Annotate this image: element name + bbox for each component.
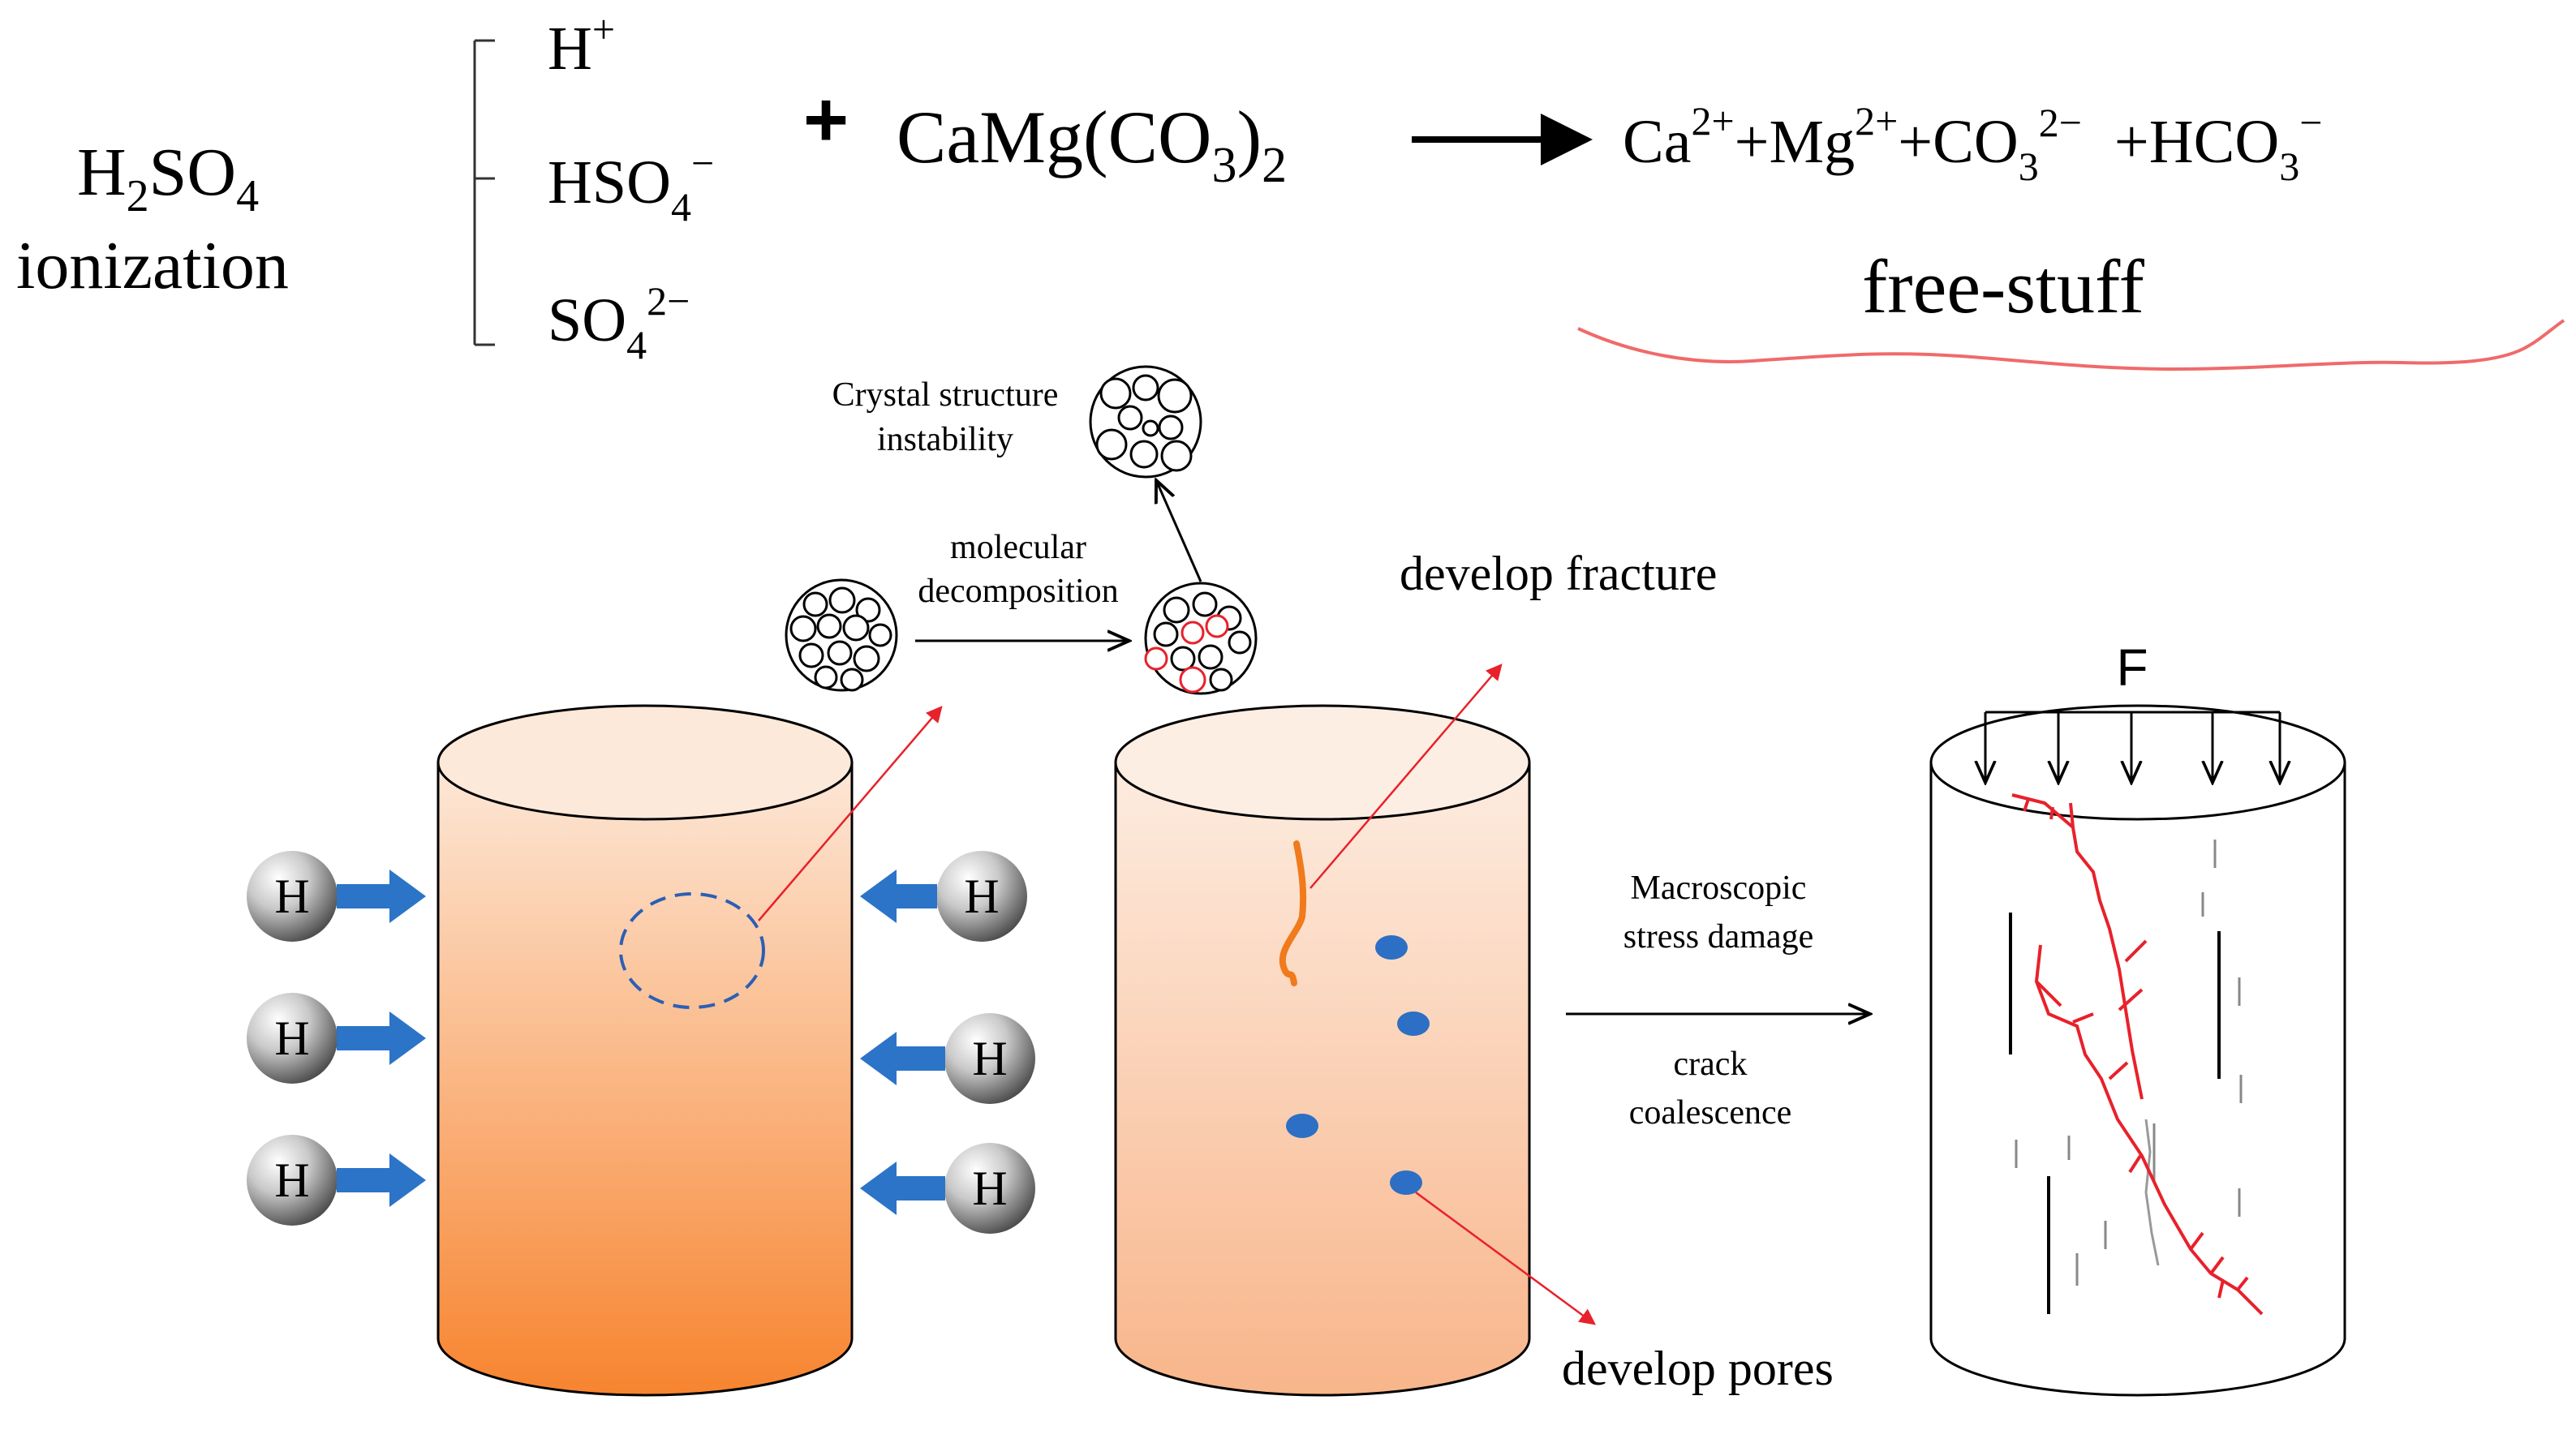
attack-arrow-left-1 xyxy=(337,870,426,923)
attack-arrow-right-3 xyxy=(860,1162,945,1215)
svg-text:H2SO4: H2SO4 xyxy=(77,135,259,221)
hydrogen-ion-left-3: H xyxy=(247,1135,338,1226)
ion-bracket xyxy=(473,39,495,346)
wavy-underline xyxy=(1577,319,2565,372)
acid-formula: H2SO4 ionization xyxy=(16,135,289,303)
svg-text:decomposition: decomposition xyxy=(918,573,1118,610)
attack-arrow-left-3 xyxy=(337,1153,426,1207)
grey-crack xyxy=(2144,1119,2160,1266)
pores-pointer-arrow xyxy=(1415,1191,1597,1325)
rock-sample-damaged xyxy=(1114,704,1531,1397)
hydrogen-ion-right-2: H xyxy=(944,1013,1035,1104)
plus-sign: + xyxy=(803,76,849,163)
pore-1 xyxy=(1375,935,1408,960)
pore-4 xyxy=(1390,1170,1422,1195)
dashed-crack-lines xyxy=(2015,840,2243,1286)
attack-arrow-left-2 xyxy=(337,1011,426,1065)
svg-text:coalescence: coalescence xyxy=(1629,1094,1792,1132)
instability-arrow xyxy=(1156,480,1202,582)
svg-text:H: H xyxy=(274,870,309,923)
svg-text:H: H xyxy=(972,1032,1007,1085)
ion-h-plus: H+ xyxy=(548,6,615,83)
svg-text:H: H xyxy=(972,1162,1007,1215)
rock-sample-loaded xyxy=(1929,704,2346,1397)
main-red-crack xyxy=(2011,793,2264,1316)
svg-text:stress damage: stress damage xyxy=(1623,918,1813,956)
svg-text:Crystal structure: Crystal structure xyxy=(832,376,1059,414)
svg-text:instability: instability xyxy=(877,421,1013,458)
molecular-decomposition-label: molecular decomposition xyxy=(918,529,1118,610)
attack-arrow-right-2 xyxy=(860,1032,945,1085)
svg-text:H: H xyxy=(964,870,999,923)
fracture-pointer-arrow xyxy=(1310,664,1503,889)
svg-text:crack: crack xyxy=(1674,1046,1748,1083)
pore-2 xyxy=(1397,1011,1430,1036)
crack-coalescence-label: crack coalescence xyxy=(1629,1046,1792,1132)
unstable-crystal-circle xyxy=(1089,365,1202,479)
ion-list: H+ HSO4− SO42− xyxy=(548,6,714,367)
svg-text:molecular: molecular xyxy=(950,529,1086,566)
develop-fracture-label: develop fracture xyxy=(1400,547,1717,600)
rock-sample-acid-exposed xyxy=(437,704,854,1397)
hydrogen-ion-right-1: H xyxy=(936,851,1027,942)
svg-text:H: H xyxy=(274,1011,309,1065)
micro-crack-lines xyxy=(2009,913,2221,1314)
sample-zoom-region xyxy=(619,892,765,1009)
develop-pores-label: develop pores xyxy=(1562,1342,1834,1395)
svg-text:H: H xyxy=(274,1153,309,1207)
hydrogen-ion-left-1: H xyxy=(247,851,338,942)
fracture-mark xyxy=(1279,840,1307,986)
free-stuff-label: free-stuff xyxy=(1862,245,2145,329)
hydrogen-ion-right-3: H xyxy=(944,1143,1035,1234)
macroscopic-damage-label: Macroscopic stress damage xyxy=(1623,870,1813,956)
ionization-label: ionization xyxy=(16,228,289,303)
decomposed-crystal-circle xyxy=(1144,582,1258,695)
attack-arrow-right-1 xyxy=(860,870,937,923)
dolomite-formula: CaMg(CO3)2 xyxy=(897,96,1287,193)
force-label: F xyxy=(2116,638,2148,697)
pore-3 xyxy=(1286,1114,1318,1138)
crystal-structure-label: Crystal structure instability xyxy=(832,376,1059,458)
zoom-pointer-arrow xyxy=(758,706,943,921)
intact-crystal-circle xyxy=(785,578,898,692)
svg-text:Macroscopic: Macroscopic xyxy=(1631,870,1807,907)
ion-so4: SO42− xyxy=(548,278,690,367)
load-arrows xyxy=(1985,711,2280,783)
ion-hso4: HSO4− xyxy=(548,140,714,230)
hydrogen-ion-left-2: H xyxy=(247,993,338,1084)
products-formula: Ca2++Mg2++CO32−+HCO3− xyxy=(1623,98,2322,189)
